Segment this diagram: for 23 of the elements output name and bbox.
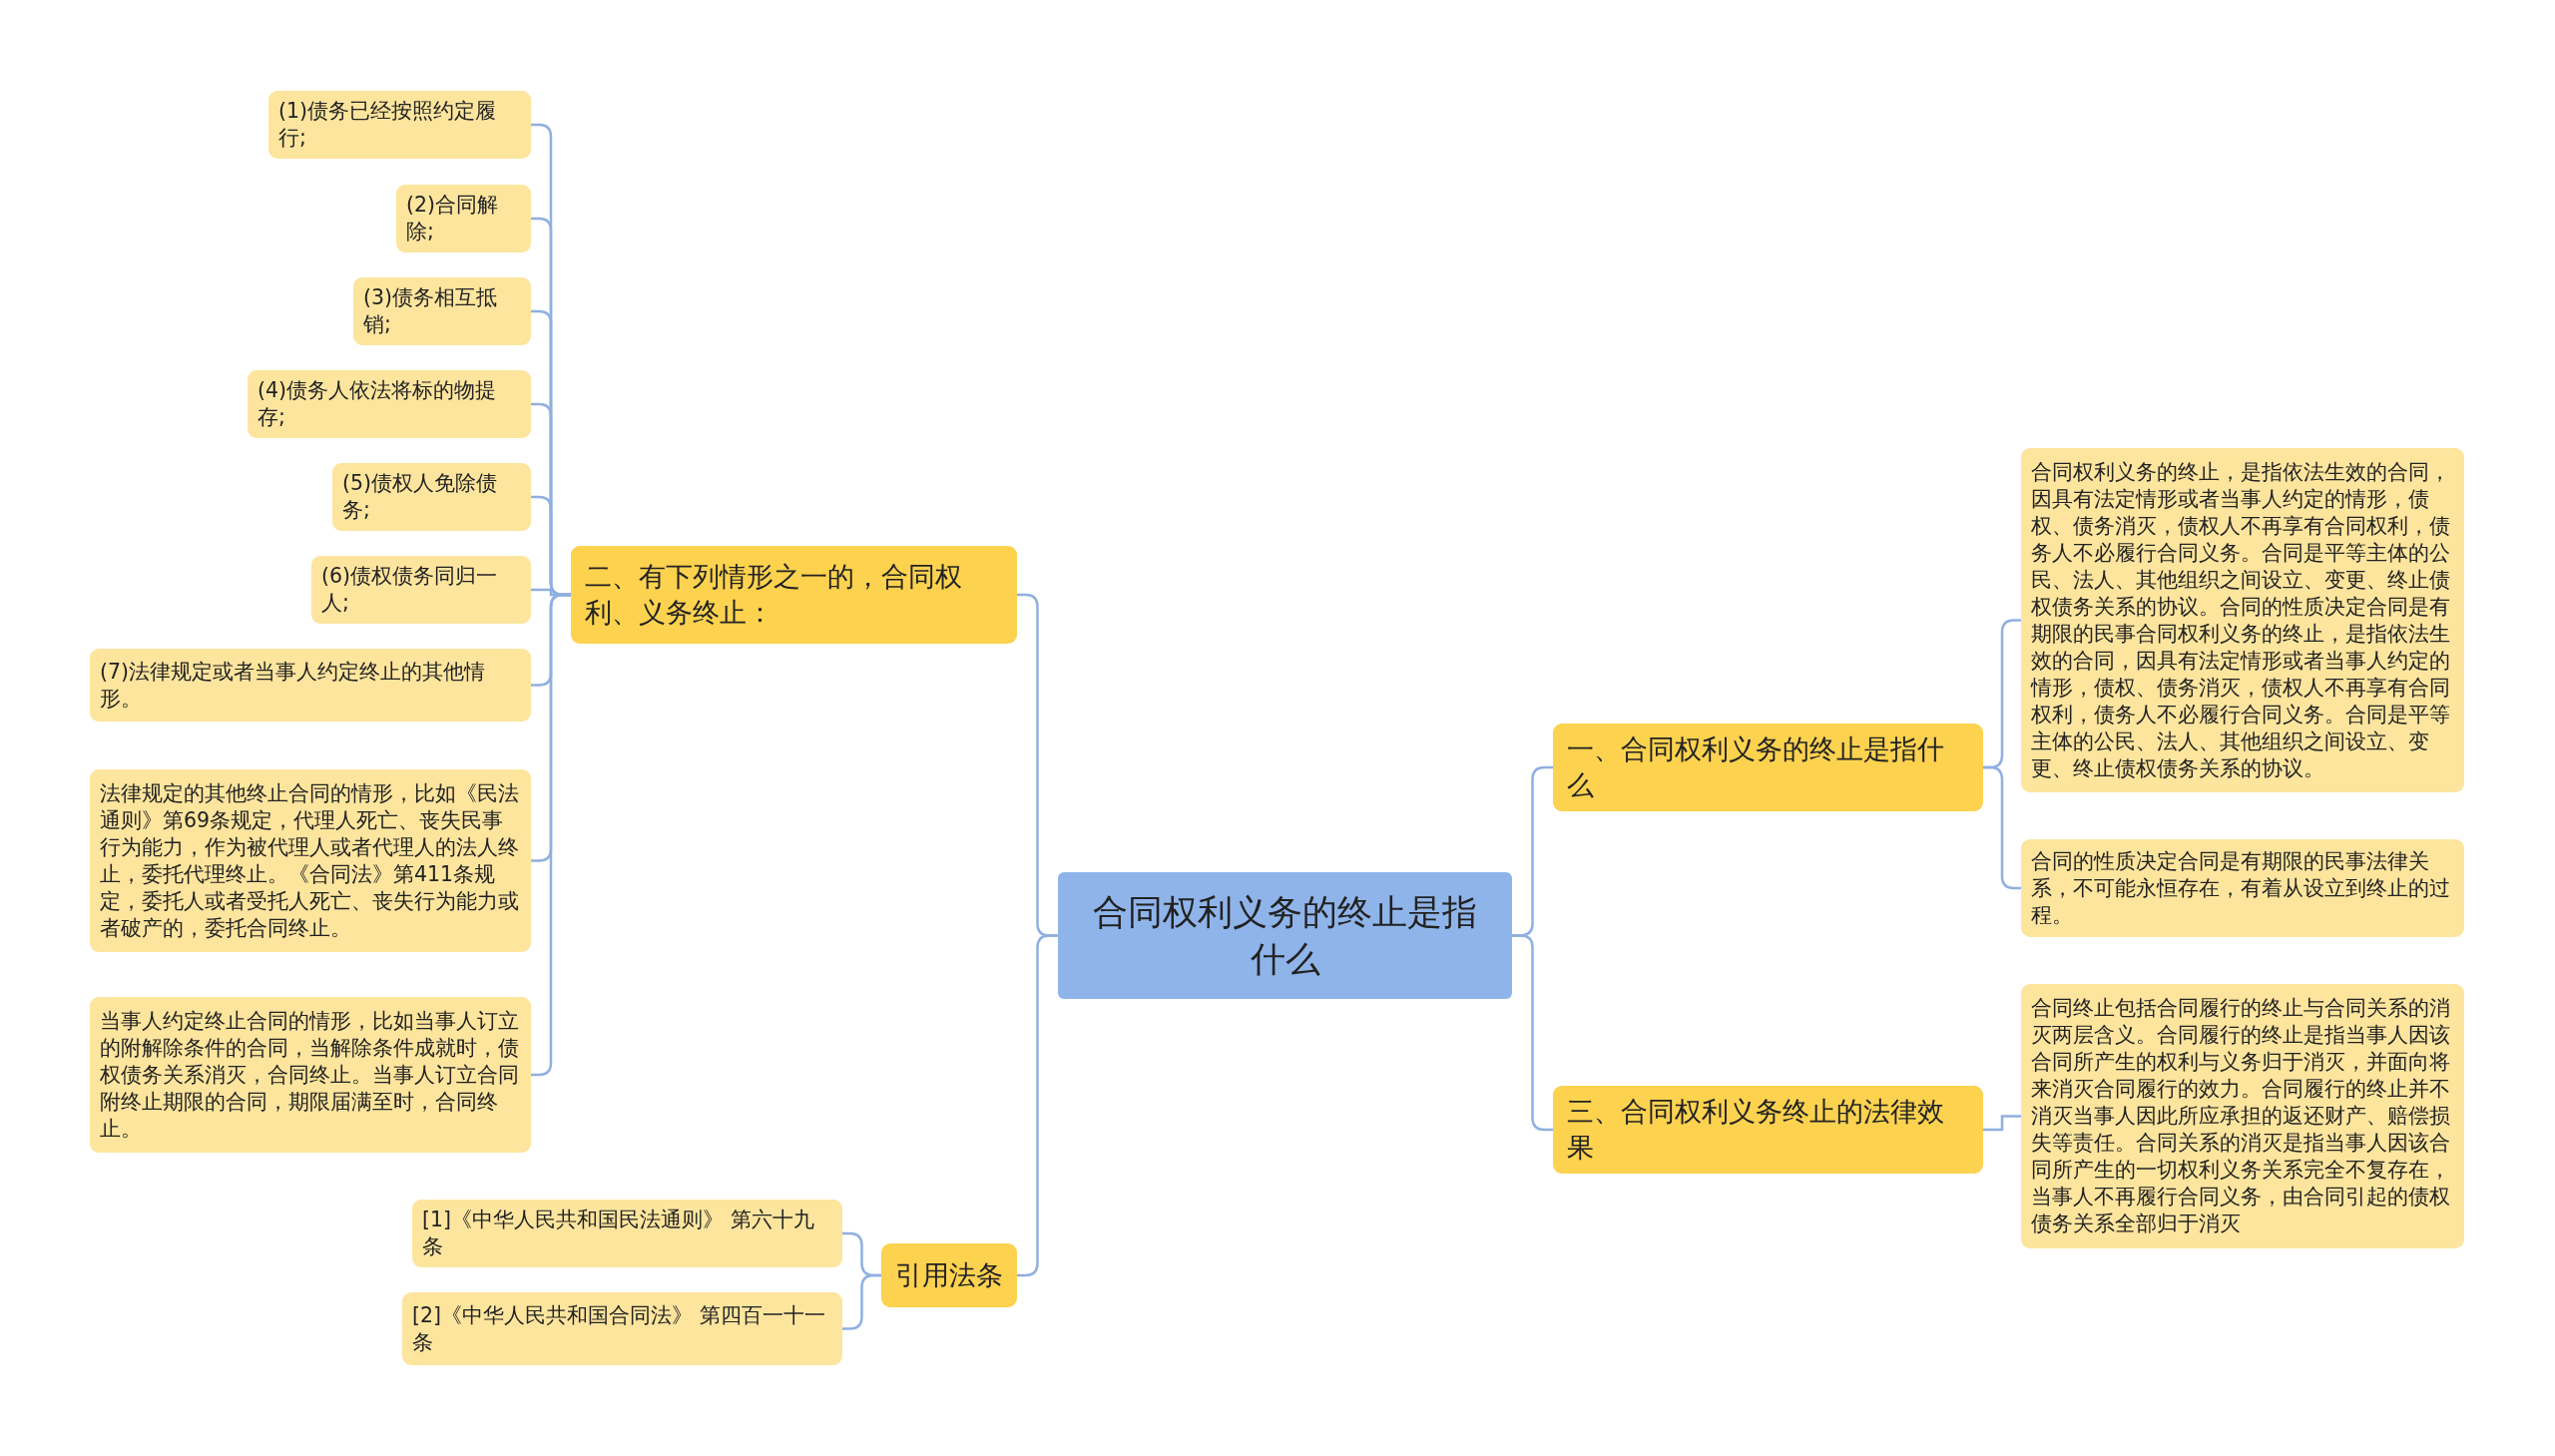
subtopic-box: [2]《中华人民共和国合同法》 第四百一十一条	[402, 1292, 842, 1365]
connector-line	[1017, 934, 1058, 1277]
subtopic-box: (7)法律规定或者当事人约定终止的其他情形。	[90, 649, 531, 722]
subtopic-box: 合同的性质决定合同是有期限的民事法律关系，不可能永恒存在，有着从设立到终止的过程。	[2021, 839, 2464, 937]
subtopic-box: (1)债务已经按照约定履行;	[268, 91, 531, 159]
subtopic-box: 当事人约定终止合同的情形，比如当事人订立的附解除条件的合同，当解除条件成就时，债权债务关系消灭，合同终止。当事人订立合同附终止期限的合同，期限届满至时，合同终止。	[90, 997, 531, 1153]
subtopic-box: (5)债权人免除债务;	[332, 463, 531, 531]
topic-box: 一、合同权利义务的终止是指什么	[1553, 724, 1983, 811]
subtopic-box: 合同终止包括合同履行的终止与合同关系的消灭两层含义。合同履行的终止是指当事人因该合同所产生的权利与义务归于消灭，并面向将来消灭合同履行的效力。合同履行的终止并不消灭当事人因此所应承担的返还财产、赔偿损失等责任。合同关系的消灭是指当事人因该合同所产生的一切权利义务关系完全不复存在，当事人不再履行合同义务，由合同引起的债权债务关系全部归于消灭	[2021, 984, 2464, 1248]
connector-line	[1983, 1115, 2021, 1132]
subtopic-box: (3)债务相互抵销;	[353, 277, 531, 345]
topic-box: 引用法条	[881, 1243, 1017, 1307]
subtopic-box: 法律规定的其他终止合同的情形，比如《民法通则》第69条规定，代理人死亡、丧失民事行为能力，作为被代理人或者代理人的法人终止，委托代理终止。《合同法》第411条规定，委托人或者受托人死亡、丧失行为能力或者破产的，委托合同终止。	[90, 769, 531, 952]
topic-box: 二、有下列情形之一的，合同权利、义务终止：	[571, 546, 1017, 644]
topic-box: 三、合同权利义务终止的法律效果	[1553, 1086, 1983, 1174]
subtopic-box: [1]《中华人民共和国民法通则》 第六十九条	[412, 1200, 842, 1267]
subtopic-box: (4)债务人依法将标的物提存;	[248, 370, 531, 438]
subtopic-box: (6)债权债务同归一人;	[311, 556, 531, 624]
connector-line	[1512, 934, 1553, 1132]
subtopic-box: 合同权利义务的终止，是指依法生效的合同，因具有法定情形或者当事人约定的情形，债权、债务消灭，债权人不再享有合同权利，债务人不必履行合同义务。合同是平等主体的公民、法人、其他组织之间设立、变更、终止债权债务关系的协议。合同的性质决定合同是有期限的民事合同权利义务的终止，是指依法生效的合同，因具有法定情形或者当事人约定的情形，债权、债务消灭，债权人不再享有合同权利，债务人不必履行合同义务。合同是平等主体的公民、法人、其他组织之间设立、变更、终止债权债务关系的协议。	[2021, 448, 2464, 792]
central-topic-box: 合同权利义务的终止是指什么	[1058, 872, 1512, 999]
subtopic-box: (2)合同解除;	[396, 185, 531, 252]
connector-line	[1983, 765, 2021, 890]
